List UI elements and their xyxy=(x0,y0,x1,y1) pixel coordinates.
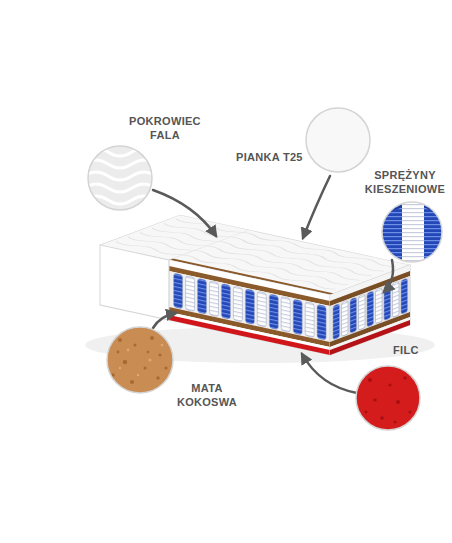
foam-swatch xyxy=(306,108,370,172)
mattress-side xyxy=(330,265,410,355)
part-label: MATA KOKOSWA xyxy=(176,381,238,409)
part-label: FILC xyxy=(393,343,419,357)
coconut-swatch xyxy=(107,327,173,393)
part-label: SPRĘŻYNY KIESZENIOWE xyxy=(363,168,447,196)
part-label: PIANKA T25 xyxy=(236,150,303,164)
cover-swatch xyxy=(84,146,156,210)
spring-swatch xyxy=(378,200,448,264)
part-label: POKROWIEC FALA xyxy=(124,114,206,142)
felt-swatch xyxy=(356,366,420,430)
leader-arrows xyxy=(153,176,393,393)
